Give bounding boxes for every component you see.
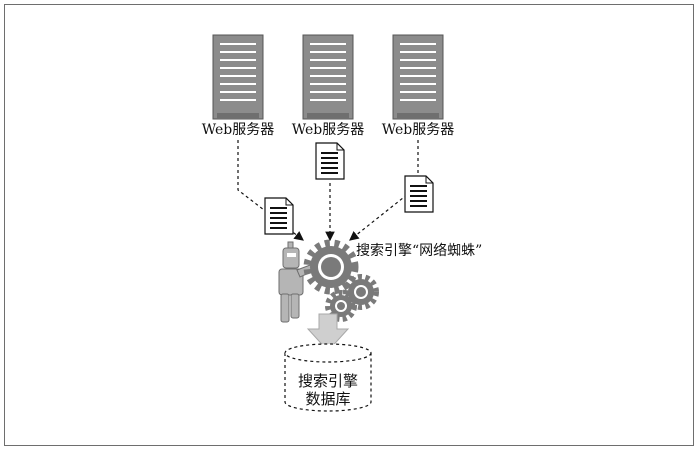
- server-rack-icon: [212, 34, 264, 120]
- web-server-3: Web服务器: [382, 34, 455, 138]
- document-icon: [404, 175, 434, 213]
- arrow-right: [349, 140, 419, 241]
- spider-label: 搜索引擎“网络蜘蛛”: [356, 242, 482, 259]
- document-icon: [315, 142, 345, 180]
- down-arrow-icon: [306, 313, 350, 352]
- server-rack-icon: [302, 34, 354, 120]
- document-icon: [264, 197, 294, 235]
- database-label-line2: 数据库: [305, 390, 350, 408]
- web-server-2: Web服务器: [292, 34, 365, 138]
- server-label: Web服务器: [382, 122, 455, 138]
- web-server-1: Web服务器: [202, 34, 275, 138]
- gear-icon: [343, 274, 379, 310]
- database-label-line1: 搜索引擎: [298, 372, 358, 390]
- gear-icon: [325, 290, 357, 322]
- server-label: Web服务器: [202, 122, 275, 138]
- server-label: Web服务器: [292, 122, 365, 138]
- database-cylinder-icon: [284, 343, 372, 412]
- server-rack-icon: [392, 34, 444, 120]
- gear-cluster: [303, 239, 379, 322]
- gear-icon: [303, 239, 359, 295]
